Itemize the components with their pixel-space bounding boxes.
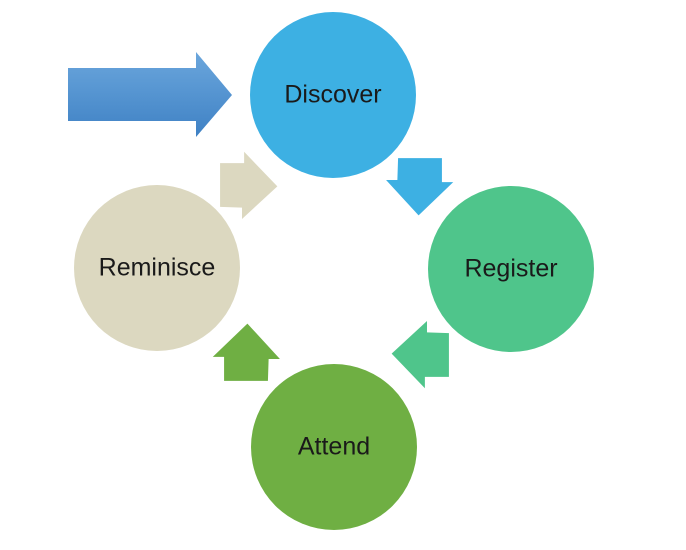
node-attend-circle[interactable] — [251, 364, 417, 530]
entry-arrow-shape — [68, 52, 232, 137]
connector-discover-to-register — [386, 158, 454, 216]
node-attend[interactable]: Attend — [251, 364, 417, 530]
chevron-arrow-icon — [391, 321, 449, 389]
node-register[interactable]: Register — [428, 186, 594, 352]
entry-arrow — [68, 52, 232, 137]
node-discover-label: Discover — [284, 81, 381, 109]
chevron-arrow-icon — [386, 158, 454, 216]
node-reminisce[interactable]: Reminisce — [74, 185, 240, 351]
connector-attend-to-reminisce — [212, 323, 280, 381]
node-discover[interactable]: Discover — [250, 12, 416, 178]
node-reminisce-label: Reminisce — [99, 254, 216, 282]
node-register-label: Register — [464, 255, 557, 283]
node-discover-circle[interactable] — [250, 12, 416, 178]
chevron-arrow-icon — [220, 151, 278, 219]
connector-register-to-attend — [391, 321, 449, 389]
node-attend-label: Attend — [298, 433, 370, 461]
node-register-circle[interactable] — [428, 186, 594, 352]
node-reminisce-circle[interactable] — [74, 185, 240, 351]
connector-reminisce-to-discover — [220, 151, 278, 219]
chevron-arrow-icon — [212, 323, 280, 381]
